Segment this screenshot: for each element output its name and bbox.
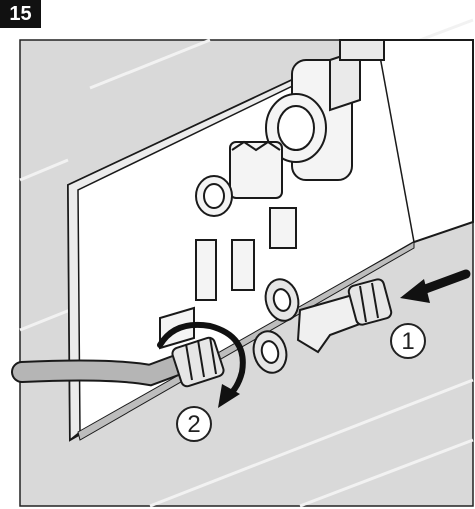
callout-2-label: 2 xyxy=(187,411,200,438)
hose-nut xyxy=(171,336,225,388)
hose xyxy=(11,351,196,387)
callout-1-label: 1 xyxy=(401,328,414,355)
valve-assembly xyxy=(159,39,385,350)
callout-2: 2 xyxy=(176,406,212,442)
callout-1: 1 xyxy=(390,323,426,359)
step-number-badge: 15 xyxy=(0,0,41,28)
rotate-arrow-icon xyxy=(157,321,246,408)
y-connector xyxy=(252,278,393,374)
push-arrow-icon xyxy=(400,269,471,303)
